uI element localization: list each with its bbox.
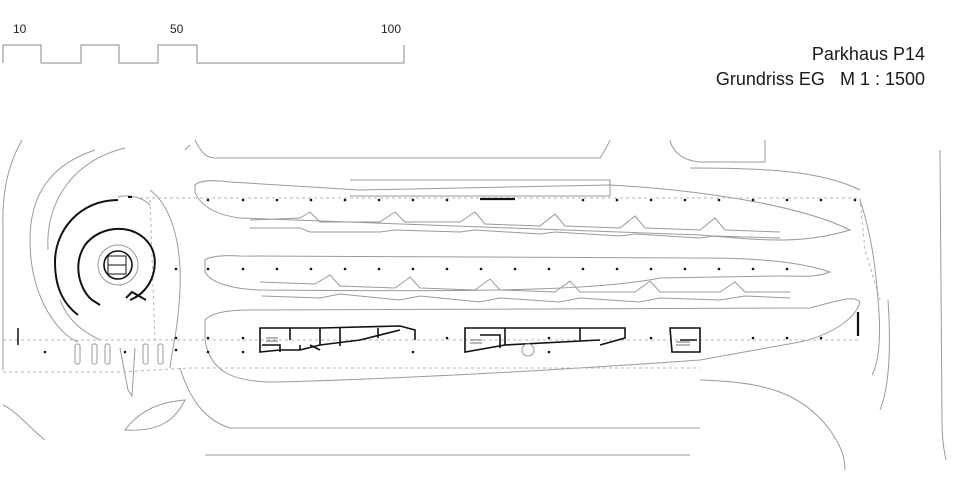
building-cores [128,196,860,353]
stair-hatching [266,327,690,346]
parking-stalls [249,211,791,303]
title-block: Parkhaus P14 Grundriss EG M 1 : 1500 [716,42,925,92]
dashed-boundary [3,197,881,373]
round-column [521,343,535,357]
plan-subtitle: Grundriss EG M 1 : 1500 [715,69,925,89]
parking-decks [117,179,861,383]
road-lines [2,139,947,471]
column-dots [43,198,857,354]
plan-title: Parkhaus P14 [811,44,925,64]
spiral-ramp [17,199,156,345]
scale-bar [2,44,405,64]
scale-label-100: 100 [381,22,402,36]
scale-label-50: 50 [170,22,184,36]
scale-label-10: 10 [13,22,27,36]
entry-islands [74,343,164,365]
